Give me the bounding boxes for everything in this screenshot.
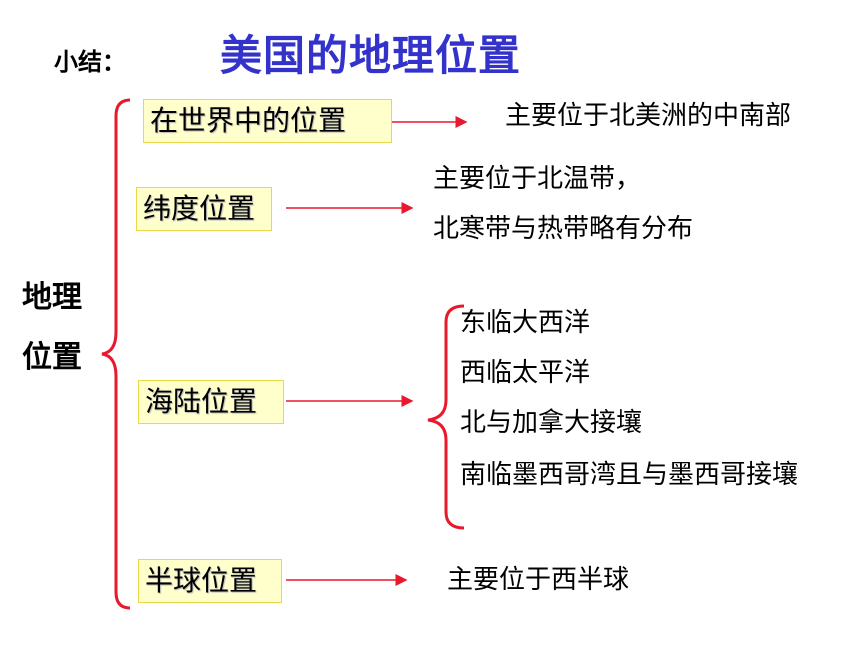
detail-hemisphere: 主要位于西半球 (447, 565, 630, 595)
node-latitude-position: 纬度位置 (136, 187, 272, 231)
detail-latitude-line1: 主要位于北温带， (433, 164, 642, 194)
main-brace (101, 98, 131, 610)
detail-world-position: 主要位于北美洲的中南部 (505, 101, 792, 131)
detail-land-sea-north: 北与加拿大接壤 (460, 408, 643, 438)
root-label-line2: 位置 (22, 340, 82, 375)
root-label-line1: 地理 (22, 280, 82, 315)
detail-latitude-line2: 北寒带与热带略有分布 (433, 214, 694, 244)
node-hemisphere-position: 半球位置 (138, 559, 282, 603)
node-world-position: 在世界中的位置 (143, 99, 392, 143)
node-land-sea-position: 海陆位置 (138, 380, 284, 424)
sub-brace (427, 304, 465, 530)
detail-land-sea-east: 东临大西洋 (460, 308, 591, 338)
detail-land-sea-south: 南临墨西哥湾且与墨西哥接壤 (460, 460, 799, 490)
detail-land-sea-west: 西临太平洋 (460, 358, 591, 388)
page-title: 美国的地理位置 (220, 31, 522, 80)
summary-label: 小结： (54, 48, 126, 76)
